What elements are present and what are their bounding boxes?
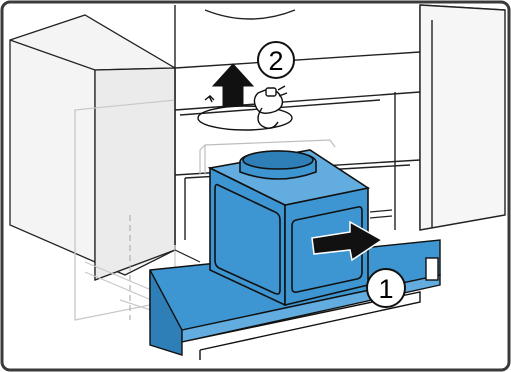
step-1-marker: 1: [367, 269, 405, 307]
step-1-number: 1: [378, 274, 393, 304]
hood-unit: [210, 150, 368, 305]
step-2-marker: 2: [258, 42, 294, 78]
step-2-number: 2: [268, 46, 283, 76]
